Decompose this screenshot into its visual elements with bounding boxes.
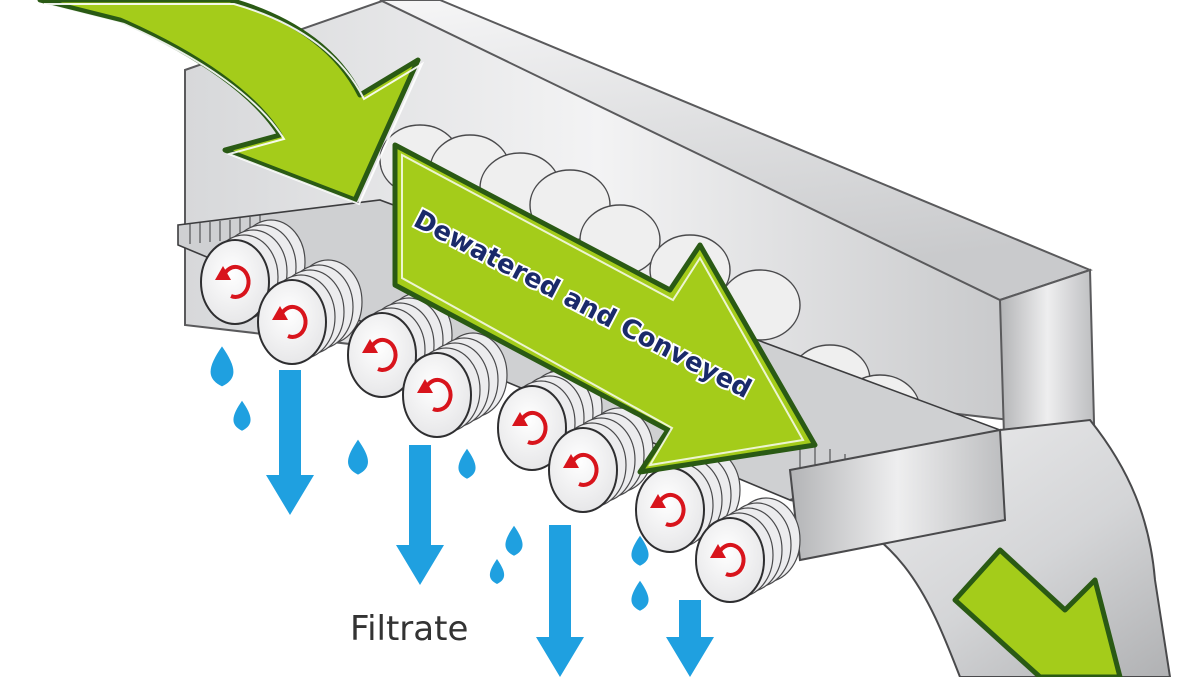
water-drop-icon (631, 535, 649, 566)
clockwise-arrow-icon (518, 410, 548, 445)
down-arrow-icon (396, 445, 444, 585)
water-drop-icon (233, 400, 251, 431)
clockwise-arrow-head-icon (710, 544, 726, 558)
water-drop-icon (489, 559, 505, 584)
clockwise-arrow-icon (221, 264, 251, 299)
clockwise-arrow-head-icon (417, 379, 433, 393)
feed-arrow-highlight (43, 3, 425, 206)
filtrate-flow (210, 346, 714, 677)
roller-face (402, 352, 472, 438)
clockwise-arrow-head-icon (512, 412, 528, 426)
roller-face (548, 427, 618, 513)
roller-face (497, 385, 567, 471)
clockwise-arrow-head-icon (272, 306, 288, 320)
clockwise-arrow-icon (569, 452, 599, 487)
roller-face (257, 279, 327, 365)
conveyed-arrow (392, 142, 818, 475)
discharge-arrow (952, 547, 1123, 677)
water-drop-icon (505, 525, 523, 556)
water-drop-icon (458, 448, 476, 479)
clockwise-arrow-head-icon (563, 454, 579, 468)
clockwise-arrow-icon (368, 337, 398, 372)
clockwise-arrow-icon (656, 492, 686, 527)
down-arrow-icon (666, 600, 714, 677)
conveyed-arrow-inner-stroke (401, 153, 805, 467)
clockwise-arrow-icon (716, 542, 746, 577)
feed-arrow (37, 0, 421, 203)
filtrate-label: Filtrate (350, 609, 468, 649)
roller-face (200, 239, 270, 325)
clockwise-arrow-icon (423, 377, 453, 412)
water-drop-icon (210, 346, 234, 387)
down-arrow-icon (266, 370, 314, 515)
clockwise-arrow-icon (278, 304, 308, 339)
down-arrow-icon (536, 525, 584, 677)
water-drop-icon (348, 439, 368, 475)
clockwise-arrow-head-icon (362, 339, 378, 353)
clockwise-arrow-head-icon (650, 494, 666, 508)
roller-face (347, 312, 417, 398)
roller-face (635, 467, 705, 553)
clockwise-arrow-head-icon (215, 266, 231, 280)
roller-face (695, 517, 765, 603)
water-drop-icon (631, 580, 649, 611)
roller-row (200, 219, 801, 603)
